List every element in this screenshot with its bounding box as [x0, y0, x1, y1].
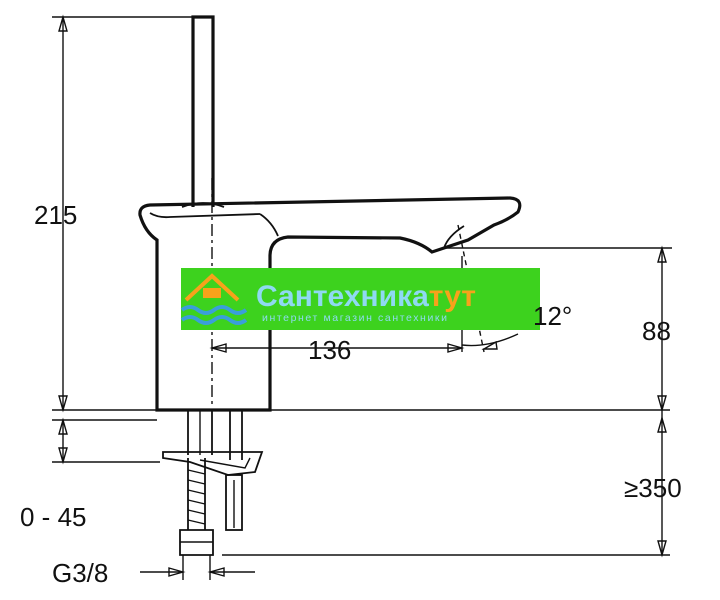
dim-spout-reach: 136	[308, 335, 351, 365]
dim-connection-thread: G3/8	[52, 558, 108, 588]
watermark-tagline: интернет магазин сантехники	[262, 312, 449, 324]
hose-nut	[179, 529, 214, 556]
dim-total-height: 215	[34, 200, 77, 230]
dim-spout-height: 88	[642, 316, 671, 346]
dim-spout-angle: 12°	[533, 301, 572, 331]
mounting-hardware	[162, 410, 264, 556]
flex-hose	[187, 469, 206, 525]
watermark-house-icon	[180, 273, 248, 325]
watermark-band	[181, 268, 540, 330]
watermark: Сантехникатут интернет магазин сантехник…	[180, 268, 540, 330]
svg-text:Сантехникатут: Сантехникатут	[256, 280, 476, 313]
dimension-lines	[58, 14, 667, 577]
watermark-brand: Сантехника	[256, 280, 429, 313]
watermark-brand-accent: тут	[429, 280, 476, 313]
dim-deck-thickness: 0 - 45	[20, 502, 87, 532]
dim-under-clearance: ≥350	[624, 473, 682, 503]
body-outline	[138, 196, 522, 412]
control-lever	[191, 15, 215, 207]
